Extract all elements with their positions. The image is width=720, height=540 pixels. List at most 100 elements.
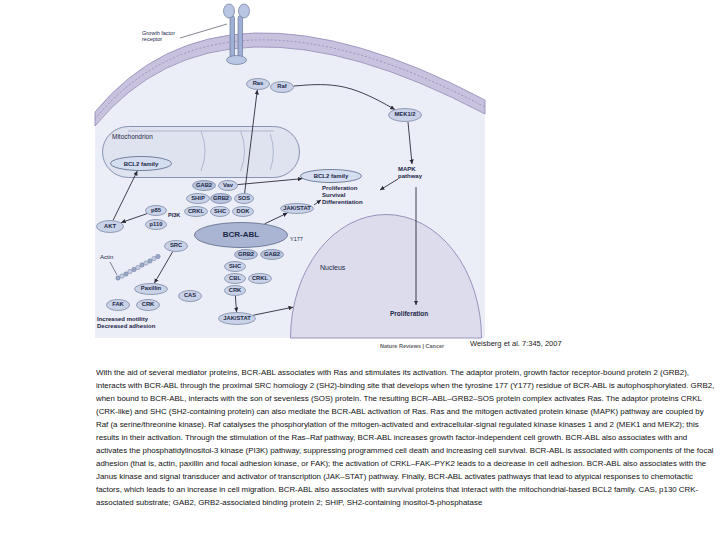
node-label: BCR-ABL	[194, 222, 288, 248]
protein-oval	[235, 250, 258, 260]
protein-oval	[233, 207, 254, 217]
edge-group	[113, 85, 395, 316]
crk-protein: CRK	[224, 285, 246, 296]
membrane-bilayer	[95, 40, 485, 119]
actin-filament	[120, 274, 124, 278]
citation-note: Weisberg et al. 7:345, 2007	[470, 340, 562, 349]
node-label: Nucleus	[320, 264, 345, 271]
shc-protein: SHC	[210, 206, 230, 217]
crkl-protein: CRKL	[248, 273, 272, 284]
signal-arrow	[253, 307, 293, 315]
protein-oval	[165, 241, 188, 252]
actin-filament	[132, 267, 136, 271]
pathway-arrow	[416, 187, 417, 305]
protein-oval	[271, 82, 294, 93]
protein-oval	[389, 109, 422, 122]
signal-arrow	[245, 90, 258, 193]
actin-filament	[148, 259, 152, 263]
actin-filament	[140, 263, 144, 267]
actin-filament	[116, 276, 120, 280]
receptor-domain	[224, 4, 235, 18]
node-label: CRKL	[184, 206, 208, 217]
node-label: DOK	[232, 206, 254, 217]
protein-oval	[225, 262, 246, 272]
vav-protein: Vav	[218, 180, 238, 191]
node-label: CAS	[178, 290, 202, 302]
protein-oval	[211, 207, 230, 217]
signal-arrow	[235, 296, 236, 312]
paxillin-protein: Paxillin	[134, 283, 168, 295]
cas-protein: CAS	[178, 290, 202, 302]
node-label: GAB2	[192, 180, 216, 191]
protein-oval	[187, 194, 210, 204]
p85-subunit: p85	[145, 205, 167, 216]
caption-box: With the aid of several mediator protein…	[96, 366, 716, 509]
signal-arrow	[121, 214, 147, 223]
protein-oval	[281, 204, 314, 214]
protein-oval	[135, 284, 168, 295]
bcl2-protein: BCL2 family	[300, 169, 362, 183]
protein-oval	[211, 194, 232, 204]
node-label: BCL2 family	[300, 169, 362, 183]
signal-arrow	[154, 252, 172, 283]
protein-oval	[261, 250, 284, 260]
actin-filament	[152, 256, 156, 260]
protein-oval	[247, 79, 270, 90]
node-label: JAK/STAT	[280, 203, 314, 214]
protein-oval	[179, 291, 202, 302]
actin-label: Actin	[100, 254, 113, 261]
leader-line	[110, 262, 117, 275]
protein-oval	[185, 207, 208, 217]
cytoplasm	[95, 47, 485, 338]
mitochondrion: MitochondrionBCL2 family	[102, 126, 300, 178]
residue-label: Y177	[290, 236, 303, 242]
sos-protein: SOS	[234, 193, 254, 204]
node-label: p85	[145, 205, 167, 216]
actin-filament	[144, 261, 148, 265]
outcome-label: Proliferation Survival Differentiation	[322, 185, 378, 206]
node-label: CRKL	[248, 273, 272, 284]
pathway-arrow	[380, 179, 398, 190]
outcome-label: Increased motility Decreased adhesion	[97, 316, 169, 330]
node-label: GRB2	[210, 193, 232, 204]
jak-stat-protein: JAK/STAT	[280, 203, 314, 214]
node-label: CRK	[224, 285, 246, 296]
grb2-protein: GRB2	[234, 249, 258, 260]
gab2-protein: GAB2	[192, 180, 216, 191]
node-label: CBL	[224, 273, 246, 284]
signal-arrow	[265, 213, 288, 224]
actin-filament	[124, 272, 128, 276]
protein-oval	[146, 220, 167, 230]
node-label: SRC	[164, 240, 188, 252]
bcl2-protein: BCL2 family	[110, 156, 172, 171]
p110-subunit: p110	[145, 219, 167, 230]
grb2-protein: GRB2	[210, 193, 232, 204]
node-label: MEK1/2	[388, 108, 422, 122]
node-label: GAB2	[260, 249, 284, 260]
protein-label: PI3K	[168, 212, 180, 218]
protein-oval	[97, 221, 124, 233]
node-label: Mitochondrion	[112, 133, 153, 140]
pathway-arrow	[408, 122, 412, 164]
node-label: Paxillin	[134, 283, 168, 295]
signal-arrow	[294, 85, 395, 110]
node-label: JAK/STAT	[218, 312, 256, 325]
receptor-chain	[238, 16, 243, 58]
node-label: AKT	[96, 220, 124, 233]
mitochondrion-outer	[103, 127, 300, 178]
ship-protein: SHIP	[186, 193, 210, 204]
node-label: SHC	[210, 206, 230, 217]
protein-oval	[249, 274, 272, 284]
nucleus: NucleusProliferation	[290, 214, 482, 338]
cell-membrane	[95, 33, 485, 126]
crkl-protein: CRKL	[184, 206, 208, 217]
node-label: FAK	[106, 299, 130, 311]
src-protein: SRC	[164, 240, 188, 252]
protein-oval	[225, 274, 246, 284]
actin-filament	[128, 269, 132, 273]
node-label: BCL2 family	[110, 156, 172, 171]
node-label: Proliferation	[390, 310, 428, 317]
node-label: GRB2	[234, 249, 258, 260]
actin-filament	[156, 254, 160, 258]
